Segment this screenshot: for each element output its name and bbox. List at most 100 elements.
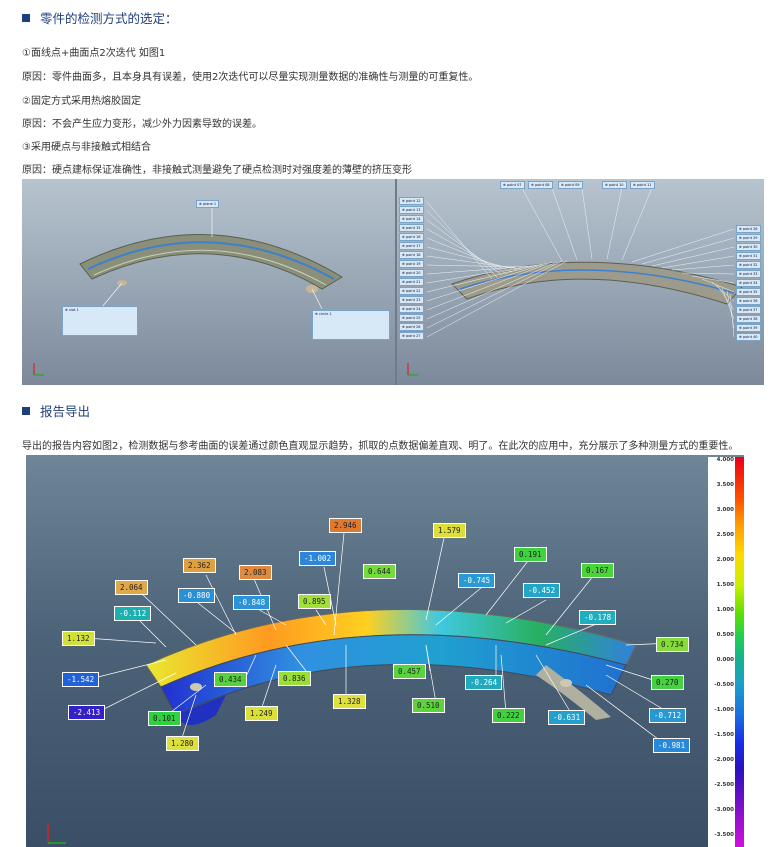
scale-tick-label: 2.000 <box>716 557 734 563</box>
scale-tick-label: 2.500 <box>716 532 734 538</box>
square-bullet-icon <box>22 14 30 22</box>
point-label: ⊕ point 24 <box>399 305 424 313</box>
scale-tick-label: -1.500 <box>714 732 734 738</box>
point-label: ⊕ point 15 <box>399 224 424 232</box>
deviation-label: -0.712 <box>649 708 687 723</box>
slot-label: ⊕ slot 1 <box>65 308 79 312</box>
point-label: ⊕ point 19 <box>399 260 424 268</box>
point-label: ⊕ point 09 <box>558 181 583 189</box>
point-label: ⊕ point 33 <box>736 270 761 278</box>
point-label: ⊕ point 25 <box>399 314 424 322</box>
deviation-label: -2.413 <box>68 705 106 720</box>
paragraph-line: ①面线点+曲面点2次迭代 如图1 <box>22 48 166 59</box>
scale-tick-label: 3.500 <box>716 482 734 488</box>
point-label: ⊕ point 39 <box>736 324 761 332</box>
section-title-report: 报告导出 <box>22 401 90 420</box>
point-label: ⊕ point 29 <box>736 234 761 242</box>
circle-label: ⊕ circle 1 <box>315 312 332 316</box>
scale-tick-label: 1.500 <box>716 582 734 588</box>
section-title-inspection: 零件的检测方式的选定： <box>22 8 178 27</box>
scale-tick-label: -2.500 <box>714 782 734 788</box>
deviation-label: 0.734 <box>656 637 689 652</box>
point-label: ⊕ point 28 <box>736 225 761 233</box>
deviation-label: 1.132 <box>62 631 95 646</box>
point-label: ⊕ point 16 <box>399 233 424 241</box>
deviation-label: -0.981 <box>653 738 691 753</box>
section2-title: 报告导出 <box>40 404 91 419</box>
slot-table: ⊕ slot 1 <box>62 306 138 336</box>
point-label: ⊕ point 11 <box>630 181 655 189</box>
deviation-label: 0.457 <box>393 664 426 679</box>
report-description: 导出的报告内容如图2，检测数据与参考曲面的误差通过颜色直观显示趋势，抓取的点数据… <box>22 441 739 452</box>
deviation-label: 2.064 <box>115 580 148 595</box>
scale-tick-label: 3.000 <box>716 507 734 513</box>
point-label: ⊕ point 40 <box>736 333 761 341</box>
point-label: ⊕ point 18 <box>399 251 424 259</box>
deviation-label: 0.222 <box>492 708 525 723</box>
deviation-label: 0.510 <box>412 698 445 713</box>
scale-tick-label: -2.000 <box>714 757 734 763</box>
point-label: ⊕ point 17 <box>399 242 424 250</box>
point-label: ⊕ point 10 <box>602 181 627 189</box>
point-label: ⊕ point 35 <box>736 288 761 296</box>
point-label: ⊕ point 36 <box>736 297 761 305</box>
deviation-label: -0.178 <box>579 610 617 625</box>
square-bullet-icon <box>22 407 30 415</box>
deviation-label: -0.112 <box>114 606 152 621</box>
deviation-label: -0.264 <box>465 675 503 690</box>
point-label: ⊕ point 21 <box>399 278 424 286</box>
color-scale-bar <box>735 457 744 847</box>
deviation-label: 1.328 <box>333 694 366 709</box>
deviation-label: -0.631 <box>548 710 586 725</box>
deviation-label: 0.101 <box>148 711 181 726</box>
paragraph-line: 原因：硬点建标保证准确性，非接触式测量避免了硬点检测时对强度差的薄壁的挤压变形 <box>22 165 412 176</box>
point-label: ⊕ point 23 <box>399 296 424 304</box>
point-label: ⊕ point 13 <box>399 206 424 214</box>
scale-tick-label: 1.000 <box>716 607 734 613</box>
deviation-label: 2.362 <box>183 558 216 573</box>
deviation-label: 1.579 <box>433 523 466 538</box>
point-label: ⊕ point 30 <box>736 243 761 251</box>
point-label: ⊕ point 14 <box>399 215 424 223</box>
deviation-label: 0.644 <box>363 564 396 579</box>
point-label: ⊕ point 08 <box>528 181 553 189</box>
deviation-label: -0.745 <box>458 573 496 588</box>
point-label: ⊕ point 37 <box>736 306 761 314</box>
scale-tick-label: -0.500 <box>714 682 734 688</box>
deviation-label: 0.191 <box>514 547 547 562</box>
paragraph-line: ③采用硬点与非接触式相结合 <box>22 142 151 153</box>
deviation-label: -0.880 <box>178 588 216 603</box>
point-label: ⊕ point 22 <box>399 287 424 295</box>
point-label: ⊕ point 26 <box>399 323 424 331</box>
section1-title: 零件的检测方式的选定： <box>40 11 178 26</box>
scale-tick-label: 4.000 <box>716 457 734 463</box>
plane-label: ⊕ plane 1 <box>196 200 220 208</box>
deviation-label: 1.249 <box>245 706 278 721</box>
circle-table: ⊕ circle 1 <box>312 310 390 340</box>
paragraph-line: 原因：零件曲面多，且本身具有误差，使用2次迭代可以尽量实现测量数据的准确性与测量… <box>22 72 479 83</box>
scale-tick-label: 0.000 <box>716 657 734 663</box>
deviation-label: 2.083 <box>239 565 272 580</box>
point-label: ⊕ point 38 <box>736 315 761 323</box>
figure-1-parts <box>33 187 743 376</box>
deviation-label: -1.002 <box>299 551 337 566</box>
point-label: ⊕ point 34 <box>736 279 761 287</box>
scale-tick-label: -1.000 <box>714 707 734 713</box>
deviation-label: -1.542 <box>62 672 100 687</box>
deviation-label: 0.434 <box>214 672 247 687</box>
scale-tick-label: -3.500 <box>714 832 734 838</box>
point-label: ⊕ point 07 <box>500 181 525 189</box>
point-label: ⊕ point 12 <box>399 197 424 205</box>
point-label: ⊕ point 27 <box>399 332 424 340</box>
point-label: ⊕ point 31 <box>736 252 761 260</box>
deviation-label: -0.848 <box>233 595 271 610</box>
figure-1-measurement-setup: ⊕ plane 1 ⊕ slot 1 ⊕ circle 1 ⊕ point 07… <box>22 179 764 385</box>
scale-tick-label: -3.000 <box>714 807 734 813</box>
figure-1-divider <box>395 179 397 385</box>
deviation-label: 0.270 <box>651 675 684 690</box>
deviation-label: 1.280 <box>166 736 199 751</box>
deviation-label: 0.836 <box>278 671 311 686</box>
deviation-label: 2.946 <box>329 518 362 533</box>
